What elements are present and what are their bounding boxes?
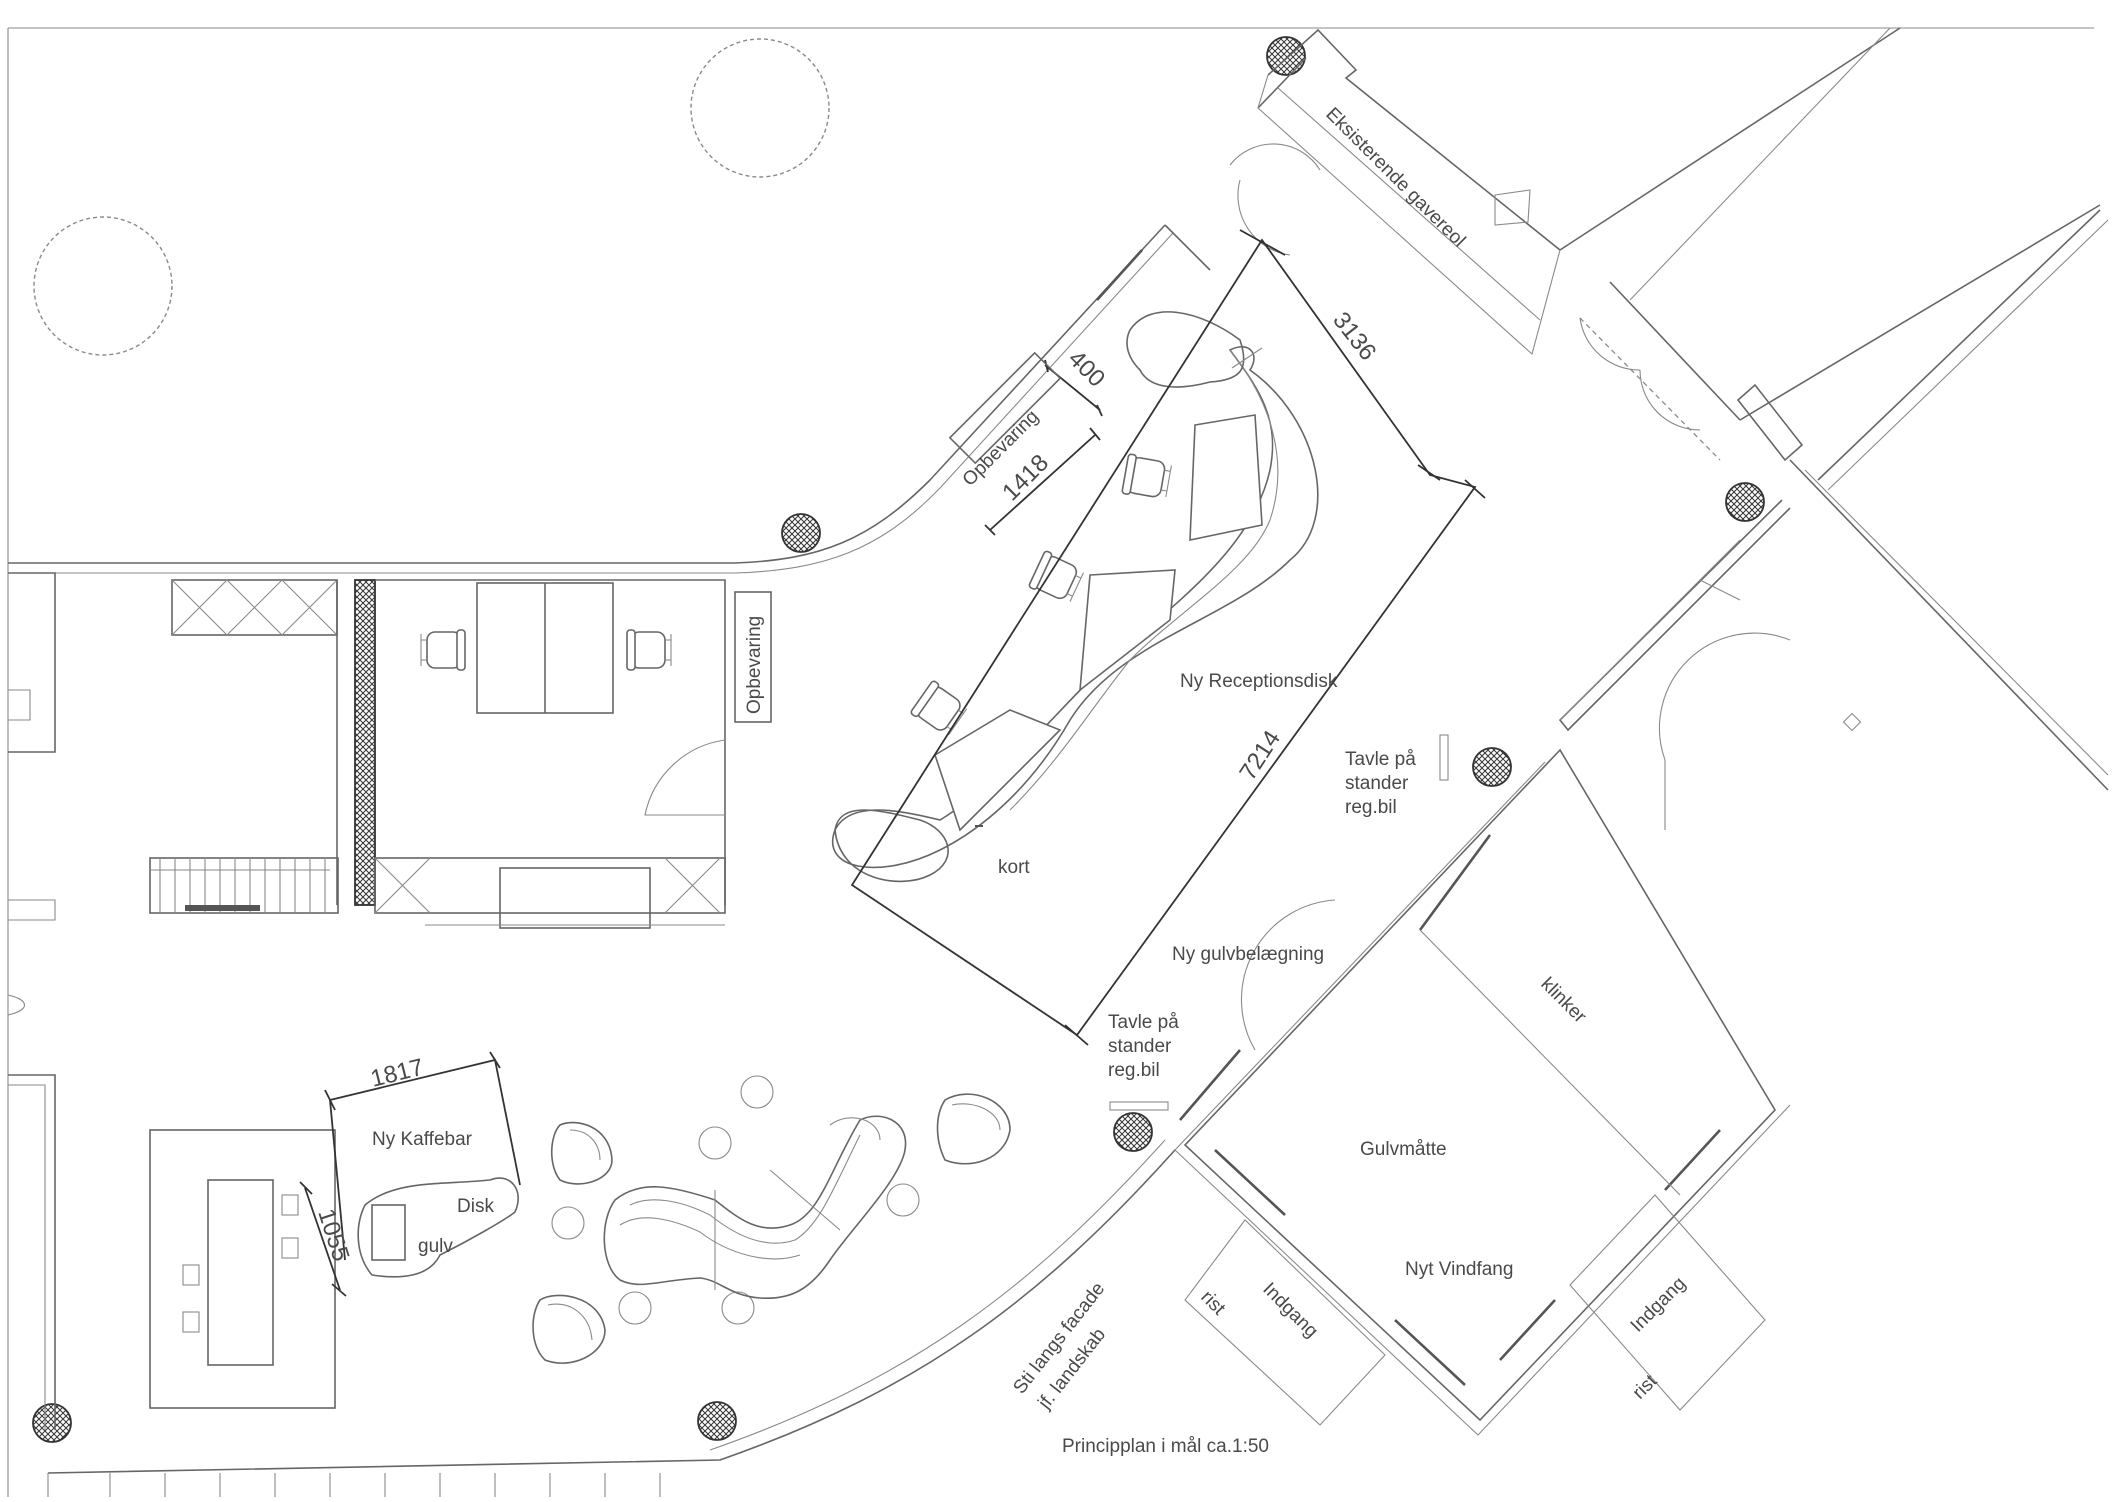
coffee-bar: [149, 1051, 521, 1409]
label-existing-counter: Eksisterende gavereol: [1321, 104, 1469, 252]
label-board-1c: reg.bil: [1345, 797, 1397, 818]
label-indgang-right: Indgang: [1627, 1273, 1690, 1336]
label-board-2b: stander: [1108, 1036, 1172, 1057]
storage-dimensions: [948, 351, 1103, 536]
label-vindfang: Nyt Vindfang: [1405, 1259, 1513, 1280]
label-storage-room: Opbevaring: [744, 616, 765, 714]
label-indgang-left: Indgang: [1258, 1279, 1321, 1342]
vestibule: [1174, 748, 1791, 1436]
dim-1055: 1055: [312, 1206, 354, 1265]
dim-7214: 7214: [1234, 726, 1286, 785]
label-disk: Disk: [457, 1196, 494, 1217]
sign-boards: [1109, 734, 1449, 1111]
label-reception-desk: Ny Receptionsdisk: [1180, 671, 1338, 692]
label-klinker: klinker: [1536, 974, 1590, 1028]
label-kort: kort: [998, 857, 1030, 878]
tree-symbols: [33, 38, 830, 356]
label-board-2a: Tavle på: [1108, 1012, 1179, 1033]
dim-3136: 3136: [1327, 307, 1381, 366]
office-block: [149, 579, 772, 929]
lounge-furniture: [532, 1075, 1011, 1364]
existing-building-east: [1229, 27, 2109, 830]
label-coffee-bar: Ny Kaffebar: [372, 1129, 473, 1150]
facade-south: [47, 1139, 1176, 1497]
reception-desk: [832, 311, 1319, 883]
dim-1817: 1817: [368, 1054, 426, 1093]
caption: Principplan i mål ca.1:50: [1062, 1436, 1269, 1457]
exterior-wall-north: [8, 224, 1211, 574]
wall-west: [7, 572, 56, 1430]
label-board-2c: reg.bil: [1108, 1060, 1160, 1081]
label-gulv: gulv: [418, 1236, 453, 1257]
label-board-1a: Tavle på: [1345, 749, 1416, 770]
label-gulvmaatte: Gulvmåtte: [1360, 1139, 1447, 1160]
label-board-1b: stander: [1345, 773, 1409, 794]
structural-columns: [32, 36, 1765, 1443]
label-rist-right: rist: [1629, 1370, 1662, 1403]
reception-dimension-outline: [850, 229, 1486, 1046]
label-new-floor: Ny gulvbelægning: [1172, 944, 1324, 965]
